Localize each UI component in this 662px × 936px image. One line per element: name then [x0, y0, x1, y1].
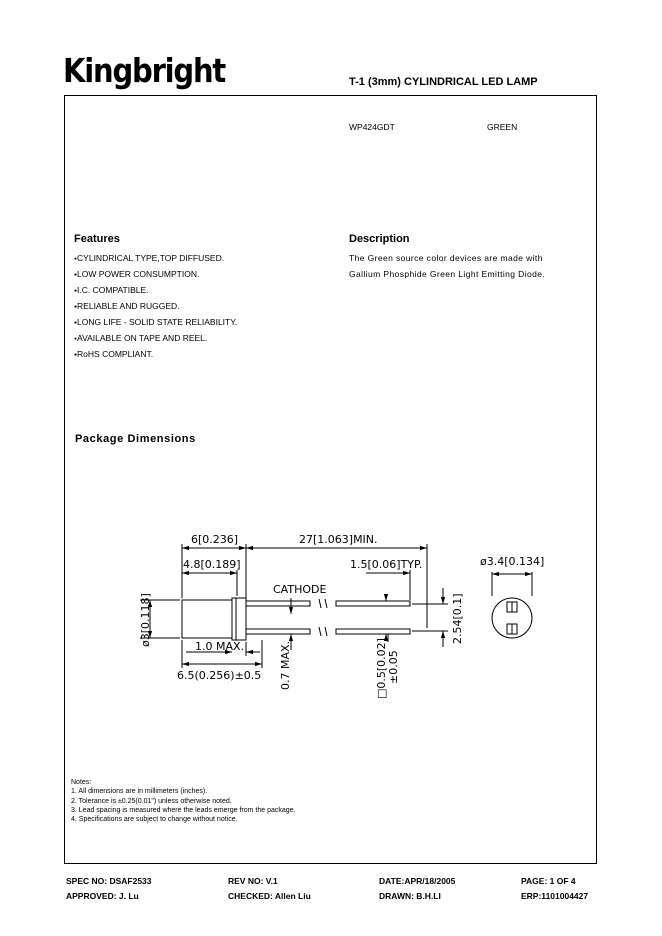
drawn-by: DRAWN: B.H.LI	[379, 891, 441, 901]
feature-item: CYLINDRICAL TYPE,TOP DIFFUSED.	[74, 251, 237, 267]
led-top-view	[491, 597, 533, 639]
lead-top-near	[245, 600, 311, 607]
note-item: 1. All dimensions are in millimeters (in…	[71, 788, 208, 796]
issue-date: DATE:APR/18/2005	[379, 876, 456, 886]
part-number: WP424GDT	[349, 122, 395, 132]
feature-item: RoHS COMPLIANT.	[74, 347, 237, 363]
dim-lead-square: □0.5[0.02]	[375, 638, 388, 699]
dim-lead-length: 27[1.063]MIN.	[299, 533, 378, 546]
features-heading: Features	[74, 233, 120, 245]
description-line: Gallium Phosphide Green Light Emitting D…	[349, 268, 546, 279]
erp-number: ERP:1101004427	[521, 891, 589, 901]
package-dimensions-heading: Package Dimensions	[75, 433, 196, 445]
led-flange	[231, 597, 247, 641]
lead-bottom-near	[245, 628, 311, 635]
description-text: The Green source color devices are made …	[349, 251, 545, 282]
dim-flange: 1.0 MAX.	[195, 640, 244, 653]
note-item: 2. Tolerance is ±0.25(0.01") unless othe…	[71, 797, 232, 805]
dim-top-diameter: ø3.4[0.134]	[480, 555, 544, 568]
checked-by: CHECKED: Allen Liu	[228, 891, 311, 901]
dim-body-length: 4.8[0.189]	[183, 558, 241, 571]
feature-item: LOW POWER CONSUMPTION.	[74, 267, 237, 283]
dim-flange-thickness: 0.7 MAX.	[279, 641, 292, 690]
approved-by: APPROVED: J. Lu	[66, 891, 139, 901]
page-number: PAGE: 1 OF 4	[521, 876, 576, 886]
spec-number: SPEC NO: DSAF2533	[66, 876, 152, 886]
cathode-label: CATHODE	[273, 583, 326, 596]
document-title: T-1 (3mm) CYLINDRICAL LED LAMP	[349, 76, 538, 88]
lead-bottom-far	[335, 628, 411, 635]
dim-pitch: 2.54[0.1]	[451, 593, 464, 644]
led-body	[181, 599, 233, 639]
note-item: 4. Specifications are subject to change …	[71, 816, 238, 824]
content-frame	[64, 95, 597, 864]
note-item: 3. Lead spacing is measured where the le…	[71, 806, 296, 814]
notes-title: Notes:	[71, 779, 92, 786]
dim-lead-tolerance: ±0.05	[387, 650, 400, 684]
features-list: CYLINDRICAL TYPE,TOP DIFFUSED. LOW POWER…	[74, 251, 237, 363]
emitting-color: GREEN	[487, 122, 518, 132]
dim-overall-body: 6[0.236]	[191, 533, 238, 546]
description-heading: Description	[349, 233, 410, 245]
feature-item: LONG LIFE - SOLID STATE RELIABILITY.	[74, 315, 237, 331]
dim-seat: 6.5(0.256)±0.5	[177, 669, 261, 682]
feature-item: AVAILABLE ON TAPE AND REEL.	[74, 331, 237, 347]
feature-item: RELIABLE AND RUGGED.	[74, 299, 237, 315]
brand-logo: Kingbright	[63, 52, 226, 91]
revision-number: REV NO: V.1	[228, 876, 278, 886]
lead-top-far	[335, 600, 411, 607]
dim-diameter: ø3[0.118]	[139, 593, 152, 647]
dim-lead-end: 1.5[0.06]TYP.	[350, 558, 422, 571]
feature-item: I.C. COMPATIBLE.	[74, 283, 237, 299]
description-line: The Green source color devices are made …	[349, 253, 543, 263]
notes-block: Notes: 1. All dimensions are in millimet…	[71, 778, 296, 824]
